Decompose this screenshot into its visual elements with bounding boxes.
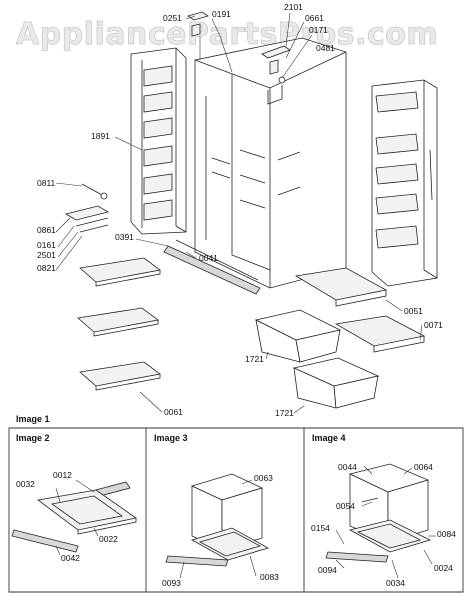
labels-image1: 0251 0191 2101 0661 0171 0481 1891 0811 …	[37, 2, 443, 418]
label-2101: 2101	[284, 2, 303, 12]
panel-title-image3: Image 3	[154, 433, 188, 443]
cover-rail	[163, 239, 261, 295]
detail-panels-frame	[8, 427, 464, 593]
watermark: AppliancePartsPros.com	[16, 17, 438, 52]
shelf-upper	[79, 257, 161, 287]
shelf-lower	[79, 361, 161, 391]
label-0154: 0154	[311, 523, 330, 533]
label-0094: 0094	[318, 565, 337, 575]
label-0251: 0251	[163, 13, 182, 23]
label-0093: 0093	[162, 578, 181, 588]
label-0061: 0061	[164, 407, 183, 417]
label-0811: 0811	[37, 178, 56, 188]
label-0063: 0063	[254, 473, 273, 483]
label-0012: 0012	[53, 470, 72, 480]
image3-crisper-cabinet	[165, 473, 270, 579]
label-0821: 0821	[37, 263, 56, 273]
label-0024: 0024	[434, 563, 453, 573]
label-0171: 0171	[309, 25, 328, 35]
label-1891: 1891	[91, 131, 110, 141]
label-0051: 0051	[404, 306, 423, 316]
crisper-cover-lower	[334, 315, 426, 353]
crisper-cover-upper	[294, 267, 388, 307]
label-0191: 0191	[212, 9, 231, 19]
image2-shelf-assembly	[11, 479, 137, 556]
label-2501: 2501	[37, 250, 56, 260]
label-0064: 0064	[414, 462, 433, 472]
panel-title-image1: Image 1	[16, 414, 50, 424]
label-0861: 0861	[37, 225, 56, 235]
label-1721-upper: 1721	[245, 354, 264, 364]
panel-title-image2: Image 2	[16, 433, 50, 443]
label-0022: 0022	[99, 534, 118, 544]
label-0391: 0391	[115, 232, 134, 242]
freezer-door	[130, 47, 187, 235]
label-0084: 0084	[437, 529, 456, 539]
label-0481: 0481	[316, 43, 335, 53]
label-1721-lower: 1721	[275, 408, 294, 418]
label-0071: 0071	[424, 320, 443, 330]
label-0661: 0661	[305, 13, 324, 23]
fresh-food-door	[371, 79, 438, 287]
label-0161: 0161	[37, 240, 56, 250]
top-hinge-parts	[187, 11, 291, 84]
label-0044: 0044	[338, 462, 357, 472]
image4-crisper-cabinet	[325, 463, 436, 579]
label-0054: 0054	[336, 501, 355, 511]
label-0042: 0042	[61, 553, 80, 563]
label-0083: 0083	[260, 572, 279, 582]
crisper-pan-lower	[292, 357, 380, 409]
panel-title-image4: Image 4	[312, 433, 346, 443]
small-parts-left	[64, 183, 110, 233]
label-0041: 0041	[199, 253, 218, 263]
label-0034: 0034	[386, 578, 405, 588]
crisper-pan-upper	[254, 309, 342, 363]
leader-lines-image1	[55, 12, 423, 414]
cabinet-body	[194, 37, 347, 289]
shelf-middle	[77, 307, 159, 337]
label-0032: 0032	[16, 479, 35, 489]
